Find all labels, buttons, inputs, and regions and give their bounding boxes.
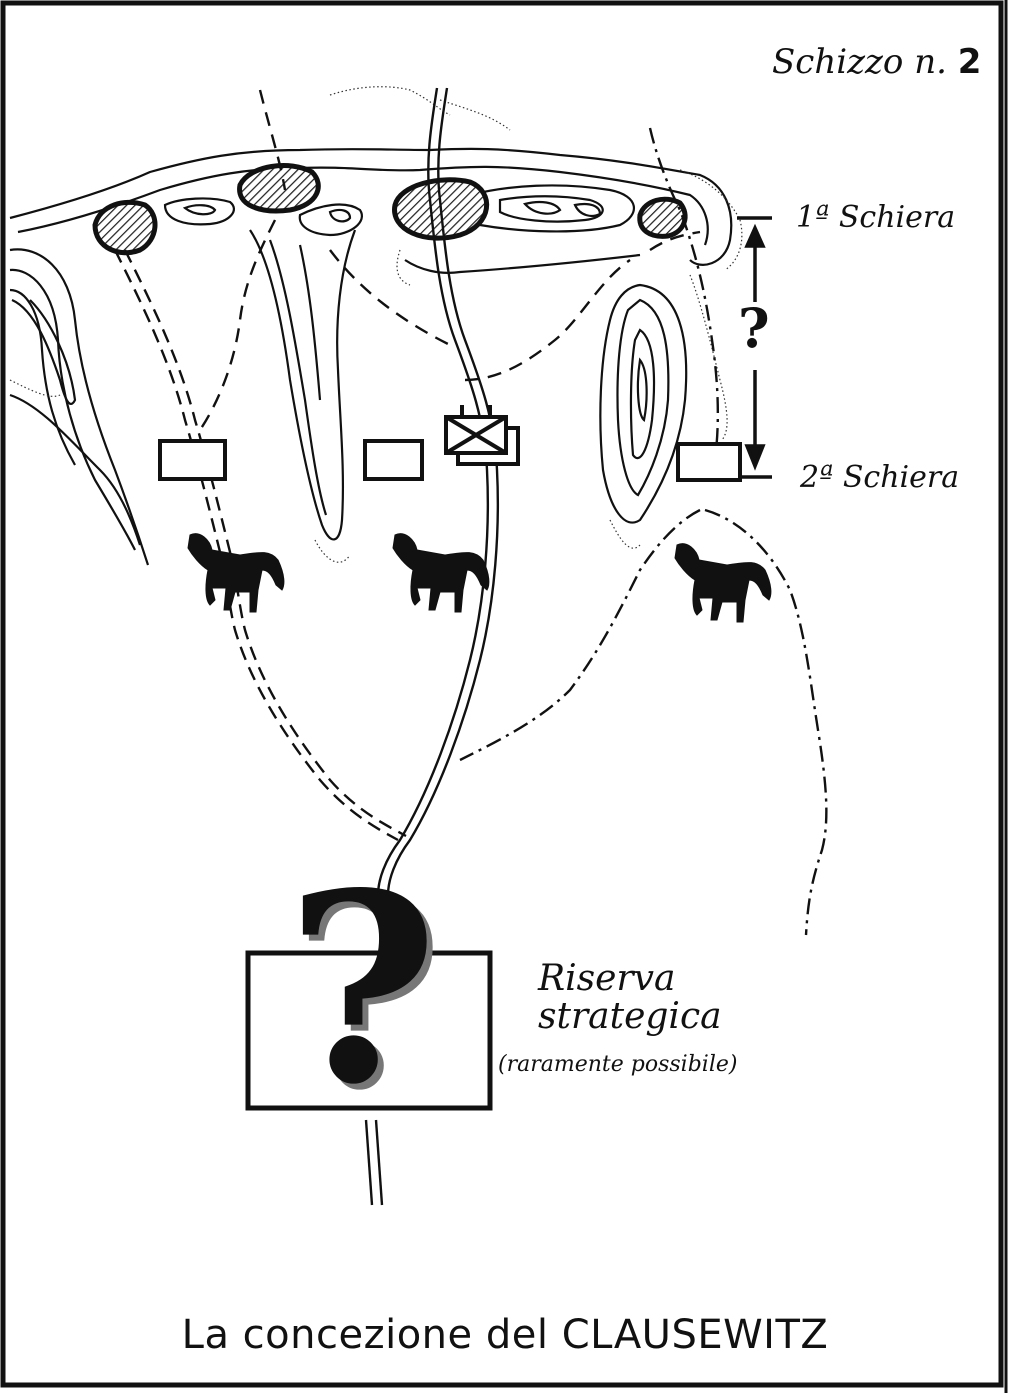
second-line-label: 2ª Schiera xyxy=(800,460,959,495)
sketch-number-label: Schizzo n. xyxy=(772,42,947,82)
track-icon xyxy=(200,90,700,430)
reserve-title: Riserva strategica xyxy=(538,960,722,1036)
fortified-hill-icon xyxy=(95,166,685,253)
sketch-number-value: 2 xyxy=(958,42,982,82)
first-line-label: 1ª Schiera xyxy=(796,200,955,235)
reserve-title-line1: Riserva xyxy=(538,960,722,998)
track-icon xyxy=(115,250,406,840)
map-caption: La concezione del CLAUSEWITZ xyxy=(0,1312,1010,1358)
track-icon xyxy=(460,128,826,935)
interval-question-mark-icon: ? xyxy=(738,298,770,358)
reserve-note: (raramente possibile) xyxy=(498,1052,737,1077)
sketch-number: Schizzo n. 2 xyxy=(772,42,981,82)
question-mark-icon: ? xyxy=(286,860,438,1120)
command-post-icon xyxy=(446,405,518,464)
reserve-title-line2: strategica xyxy=(538,998,722,1036)
